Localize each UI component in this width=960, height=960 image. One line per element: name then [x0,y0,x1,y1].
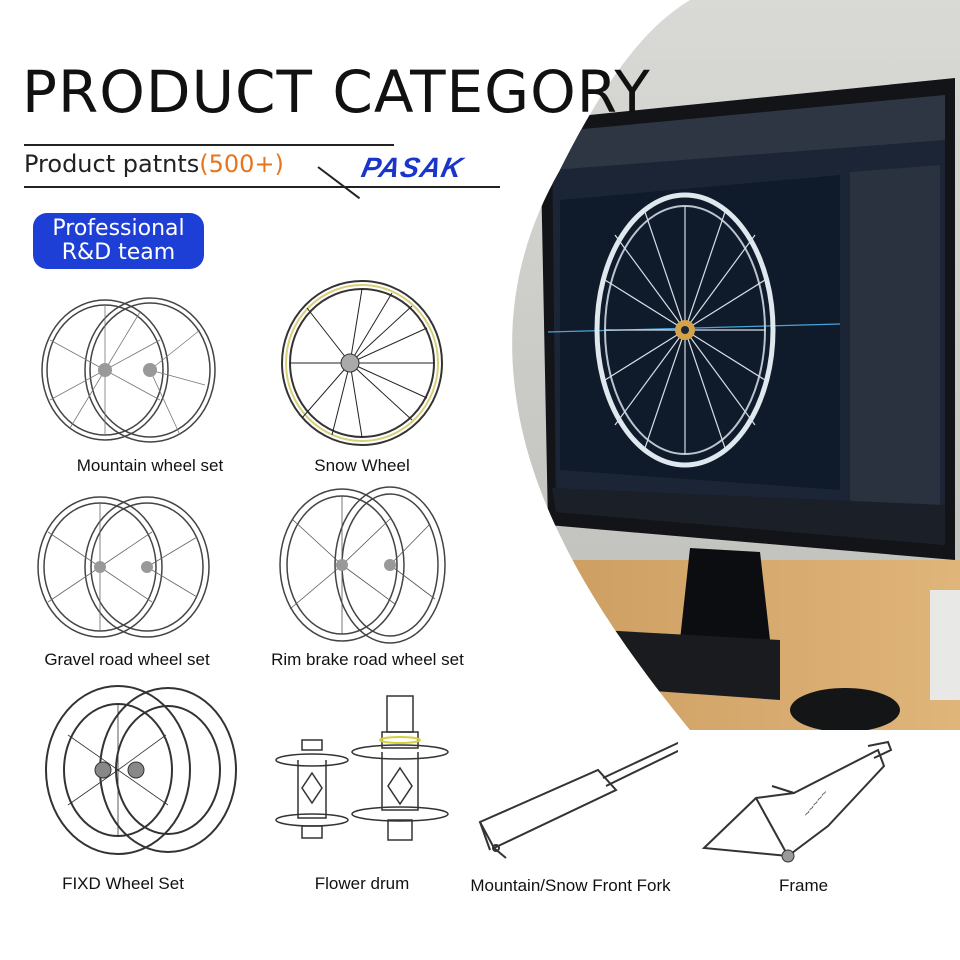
product-label: Mountain/Snow Front Fork [470,876,671,895]
product-snow-wheel[interactable]: Snow Wheel [272,278,452,480]
badge-line-1: Professional [52,216,185,241]
frame-icon: ~~~~~ [701,740,893,863]
product-fixd-wheel-set[interactable]: FIXD Wheel Set [38,680,248,893]
subtitle-prefix: Product patnts [24,150,200,178]
product-label: Rim brake road wheel set [271,650,464,669]
product-frame[interactable]: ~~~~~ Frame [696,738,896,895]
product-mountain-snow-front-fork[interactable]: Mountain/Snow Front Fork [468,730,678,895]
product-label: Gravel road wheel set [44,650,210,669]
disc-wheel-pair-icon [45,685,237,855]
badge-line-2: R&D team [61,240,176,265]
product-label: Snow Wheel [314,456,410,475]
rd-team-badge: Professional R&D team [33,213,204,269]
wheel-pair-icon [37,496,210,638]
frame-decal: ~~~~~ [801,788,831,820]
subtitle-divider [24,186,354,188]
fork-icon [478,741,678,859]
brand-divider [340,186,500,188]
hub-icon [275,695,449,841]
wheel-pair-icon [279,486,446,644]
product-patents-line: Product patnts(500+) [24,150,284,178]
brand-logo: PASAK [358,152,467,183]
product-rim-brake-road-wheel-set[interactable]: Rim brake road wheel set [270,484,464,674]
page-title: PRODUCT CATEGORY [22,58,651,126]
product-label: Frame [778,876,829,895]
product-label: FIXD Wheel Set [62,874,184,893]
patent-count: (500+) [199,150,284,178]
product-gravel-road-wheel-set[interactable]: Gravel road wheel set [32,492,222,674]
product-flower-drum[interactable]: Flower drum [272,688,452,893]
title-divider [24,144,394,146]
product-label: Mountain wheel set [76,456,224,475]
product-mountain-wheel-set[interactable]: Mountain wheel set [30,290,230,480]
product-label: Flower drum [314,874,410,893]
wheel-pair-icon [41,297,216,443]
snow-wheel-icon [281,280,443,446]
